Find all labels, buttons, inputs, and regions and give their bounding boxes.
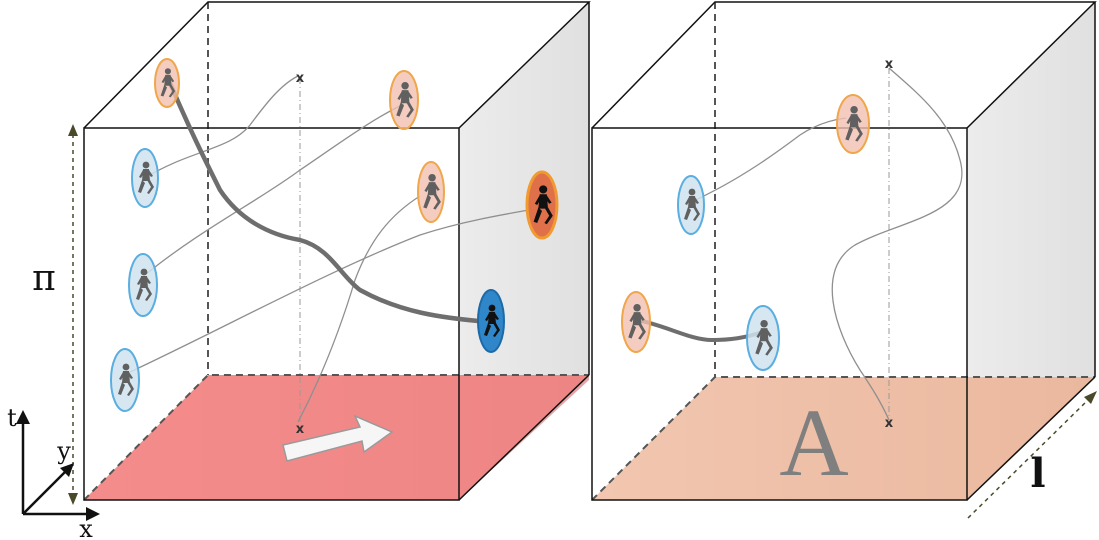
anchor-marker: x xyxy=(296,422,305,437)
anchor-marker: x xyxy=(885,57,894,72)
thick-trajectory-right xyxy=(635,318,764,343)
time-dimension-arrow xyxy=(68,124,78,505)
action-label: A xyxy=(779,389,848,496)
agent-blue xyxy=(110,348,140,412)
right-cube-edges xyxy=(591,1,1097,501)
thin-trajectories xyxy=(129,67,963,423)
agent-blue xyxy=(746,305,780,371)
axis-y-label: y xyxy=(56,437,71,465)
axis-x-label: x xyxy=(79,515,93,540)
length-label: l xyxy=(1030,450,1045,497)
time-period-label: π xyxy=(32,258,56,299)
left-cube-edges xyxy=(83,1,591,501)
thick-trajectory-left xyxy=(167,80,493,325)
agent-orange-highlighted xyxy=(525,170,559,240)
agent-blue xyxy=(128,253,158,317)
agent-orange xyxy=(836,94,870,154)
agent-orange xyxy=(389,70,419,130)
agent-blue xyxy=(677,175,705,235)
agent-orange xyxy=(154,58,180,108)
agent-blue xyxy=(131,148,159,208)
right-cube-side-face xyxy=(967,2,1095,500)
agent-orange xyxy=(621,291,651,353)
right-cube xyxy=(591,1,1097,501)
agent-orange xyxy=(417,161,445,223)
right-cube-floor xyxy=(592,377,1095,500)
agents xyxy=(110,58,870,412)
agent-blue-highlighted xyxy=(477,289,505,353)
arrow-right-icon xyxy=(282,414,394,462)
anchor-marker: x xyxy=(296,71,305,86)
axis-t-label: t xyxy=(7,404,17,432)
length-dimension-arrow xyxy=(967,391,1097,519)
coordinate-axes xyxy=(16,410,100,521)
anchor-marker: x xyxy=(885,416,894,431)
